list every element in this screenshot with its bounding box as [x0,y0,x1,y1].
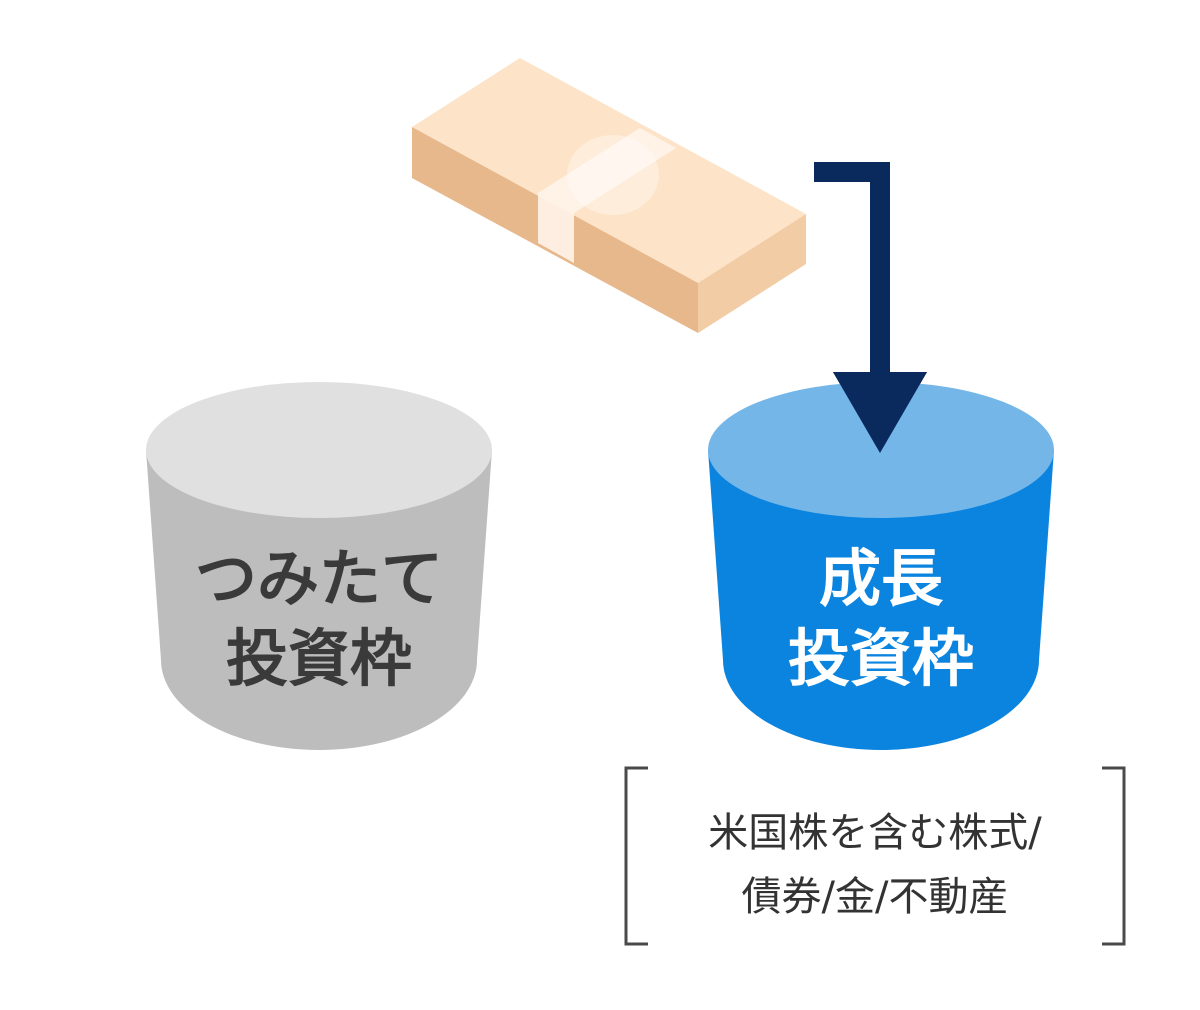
tsumitate-label-line2: 投資枠 [226,622,412,695]
tsumitate-label-line1: つみたて [195,542,443,615]
arrow-head-overlay [833,372,927,453]
asset-note-line1: 米国株を含む株式/ [708,810,1042,856]
banknote-band-front [538,193,574,263]
growth-label-line2: 投資枠 [788,622,974,695]
tsumitate-bucket: つみたて 投資枠 [146,382,492,750]
growth-bucket-body [708,450,1054,750]
banknote-stack-icon [412,58,806,333]
asset-class-note: 米国株を含む株式/ 債券/金/不動産 [624,766,1126,946]
asset-note-line2: 債券/金/不動産 [742,874,1009,920]
arrow-line [814,162,890,380]
growth-label-line1: 成長 [819,542,944,615]
tsumitate-bucket-top [146,382,492,518]
banknote-band-top [538,128,676,213]
right-bracket [1102,766,1126,946]
left-bracket [624,766,648,946]
banknote-side-face [698,214,806,333]
tsumitate-bucket-body [146,450,492,750]
banknote-seal [567,135,659,215]
